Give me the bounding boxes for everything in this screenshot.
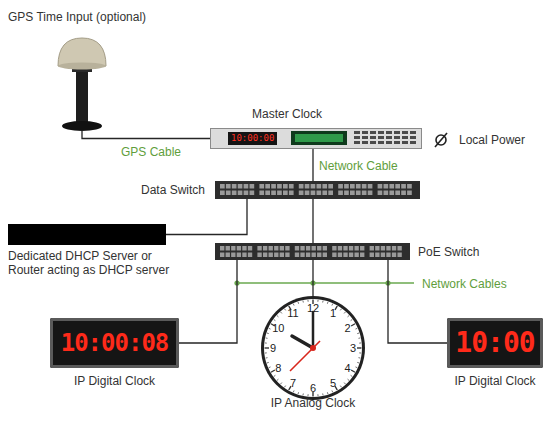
network-cable	[82, 130, 210, 139]
antenna-dome	[58, 38, 106, 66]
junction-dot	[310, 280, 315, 285]
clock-digits: 10:00:08	[50, 327, 179, 359]
clock-digits: 10:00	[447, 326, 543, 360]
network-cable	[388, 260, 447, 343]
antenna-base	[62, 121, 102, 131]
dial-number: 11	[283, 306, 303, 320]
network-cable	[312, 149, 313, 181]
dhcp-server: Dedicated DHCP Server or Router acting a…	[8, 224, 166, 245]
node-heading: Data Switch	[141, 183, 205, 197]
master-clock: Master Clock10:00:00	[210, 128, 422, 149]
gps-antenna: GPS Time Input (optional)	[52, 38, 112, 130]
green-cable-line	[237, 282, 414, 284]
ip-digital-clock: 10:00:08IP Digital Clock	[50, 318, 179, 368]
network-cables-bus	[234, 280, 414, 285]
antenna-neck	[72, 64, 92, 72]
dial-number: 6	[303, 381, 323, 395]
power-symbol	[435, 133, 447, 147]
dial-number: 10	[268, 321, 288, 335]
node-caption: IP Digital Clock	[30, 374, 199, 388]
dial-number: 4	[338, 361, 358, 375]
power-slash	[435, 133, 447, 147]
node-caption: IP Digital Clock	[420, 374, 559, 388]
ip-digital-clock: 10:00IP Digital Clock	[447, 318, 543, 368]
dial-number: 5	[323, 376, 343, 390]
antenna-rim	[58, 63, 106, 70]
antenna-pole	[76, 66, 88, 122]
dial-number: 8	[268, 361, 288, 375]
poe-switch: PoE Switch	[215, 243, 410, 260]
cable-label: GPS Cable	[121, 145, 181, 159]
dial-number: 1	[323, 306, 343, 320]
dial-number: 7	[283, 376, 303, 390]
node-caption: Dedicated DHCP Server or Router acting a…	[8, 249, 183, 277]
cable-label: Network Cable	[319, 159, 398, 173]
junction-dot	[385, 280, 390, 285]
node-heading: GPS Time Input (optional)	[8, 10, 146, 24]
node-heading: PoE Switch	[418, 245, 479, 259]
power-circle	[436, 135, 446, 145]
data-switch: Data Switch	[215, 181, 420, 199]
dial-number: 12	[303, 301, 323, 315]
node-caption: IP Analog Clock	[231, 396, 395, 410]
network-cable	[166, 199, 247, 235]
node-heading: Master Clock	[252, 107, 322, 121]
dial-number: 3	[343, 341, 363, 355]
clock-display: 10:00:00	[228, 132, 277, 145]
network-cable	[312, 199, 313, 243]
cable-label: Network Cables	[422, 277, 507, 291]
dial-number: 2	[338, 321, 358, 335]
junction-dot	[234, 280, 239, 285]
network-cable	[179, 260, 237, 343]
ip-analog-clock: IP Analog Clock121234567891011	[261, 296, 365, 400]
power-label: Local Power	[459, 133, 525, 147]
network-cable	[312, 260, 313, 296]
dial-number: 9	[263, 341, 283, 355]
gps-antenna	[58, 38, 106, 131]
